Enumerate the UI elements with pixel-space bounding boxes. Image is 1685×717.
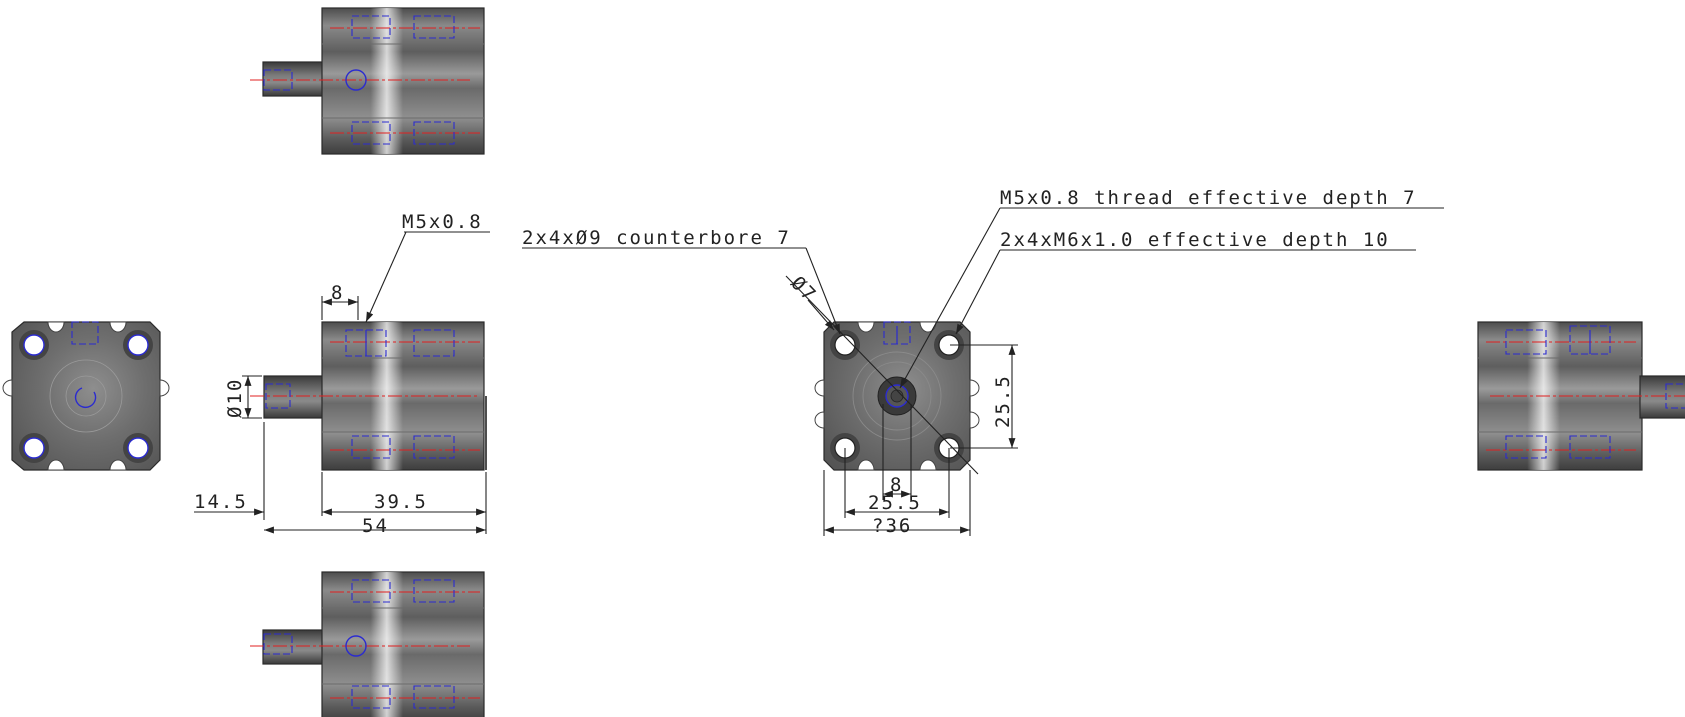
dim-width-pitch: 25.5 — [868, 492, 922, 514]
bottom-view — [250, 571, 485, 717]
dim-bore-center: 8 — [890, 474, 903, 496]
dim-height-pitch: 25.5 — [992, 374, 1014, 428]
rod-end-dimensions: Ø7 2x4xØ9 counterbore 7 M5x0.8 thread ef… — [522, 187, 1444, 537]
dim-port-offset: 8 — [331, 282, 344, 304]
left-end-view — [2, 321, 170, 471]
right-view-rod — [1639, 375, 1685, 419]
dim-hole-dia: Ø7 — [786, 272, 821, 307]
note-counterbore: 2x4xØ9 counterbore 7 — [522, 227, 791, 249]
front-view-rod — [263, 375, 327, 419]
note-m5-port: M5x0.8 — [402, 211, 483, 233]
top-view-shine — [322, 8, 484, 154]
dim-rod-dia: Ø10 — [224, 378, 246, 418]
top-view-port-circle — [345, 69, 367, 91]
front-view-dimensions: 8 M5x0.8 Ø10 14.5 39.5 54 — [194, 211, 490, 537]
top-view-rod — [262, 61, 326, 97]
dim-width: ?36 — [872, 515, 912, 537]
end-view-holes — [19, 330, 153, 463]
right-side-view — [1477, 321, 1685, 471]
dim-body-length: 39.5 — [374, 491, 428, 513]
dim-overall-length: 54 — [362, 515, 389, 537]
note-thread-depth: M5x0.8 thread effective depth 7 — [1000, 187, 1417, 209]
dim-rod-length: 14.5 — [194, 491, 248, 513]
top-view — [250, 7, 485, 155]
front-view — [250, 321, 487, 471]
note-m6-thread: 2x4xM6x1.0 effective depth 10 — [1000, 229, 1390, 251]
